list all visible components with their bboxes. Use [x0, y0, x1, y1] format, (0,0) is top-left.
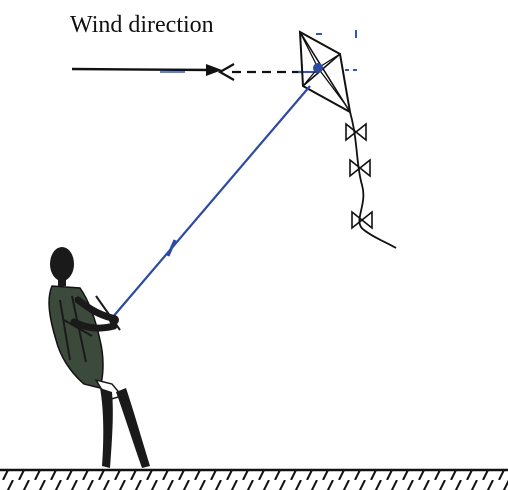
diamond-kite-icon [298, 30, 358, 114]
force-arrow-dashed [217, 63, 308, 81]
wind-direction-label: Wind direction [70, 12, 214, 38]
person-flying-kite-icon [48, 247, 150, 468]
kite-string [111, 85, 311, 319]
hatched-ground-icon [0, 468, 508, 490]
kite-tail [345, 111, 397, 249]
wind-arrow-icon [71, 64, 222, 76]
